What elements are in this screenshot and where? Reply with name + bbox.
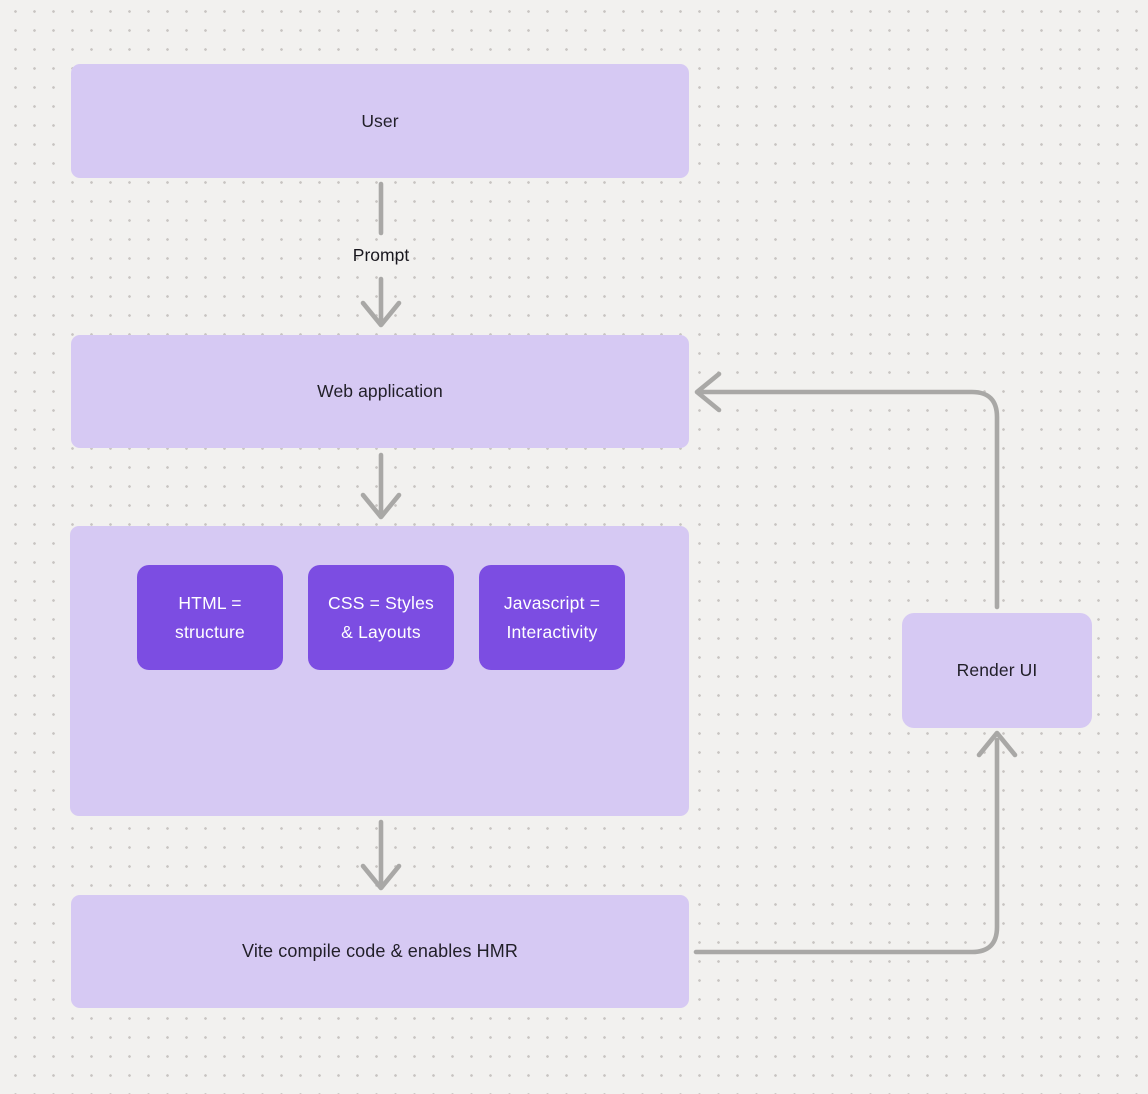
arrowhead-left-icon	[694, 371, 722, 413]
chip-html: HTML = structure	[137, 565, 283, 670]
node-web-application-label: Web application	[317, 381, 443, 401]
chip-html-label: HTML = structure	[175, 592, 245, 642]
node-user-label: User	[361, 110, 399, 131]
arrowhead-down-icon	[360, 300, 402, 328]
node-vite-label: Vite compile code & enables HMR	[242, 941, 518, 961]
group-react-components: HTML = structure CSS = Styles & Layouts …	[70, 526, 689, 816]
chip-javascript: Javascript = Interactivity	[479, 565, 625, 670]
node-render-ui: Render UI	[902, 613, 1092, 728]
chip-css-label: CSS = Styles & Layouts	[328, 592, 434, 642]
node-vite: Vite compile code & enables HMR	[71, 895, 689, 1008]
arrowhead-down-icon	[360, 492, 402, 520]
chip-css: CSS = Styles & Layouts	[308, 565, 454, 670]
chip-javascript-label: Javascript = Interactivity	[503, 592, 601, 642]
arrow-vite-to-render	[693, 737, 1000, 955]
arrowhead-down-icon	[360, 863, 402, 891]
arrowhead-up-icon	[976, 730, 1018, 758]
node-web-application: Web application	[71, 335, 689, 448]
node-render-ui-label: Render UI	[956, 660, 1038, 680]
edge-label-prompt: Prompt	[352, 245, 410, 265]
node-user: User	[71, 64, 689, 178]
arrow-render-to-webapp	[698, 389, 1000, 610]
